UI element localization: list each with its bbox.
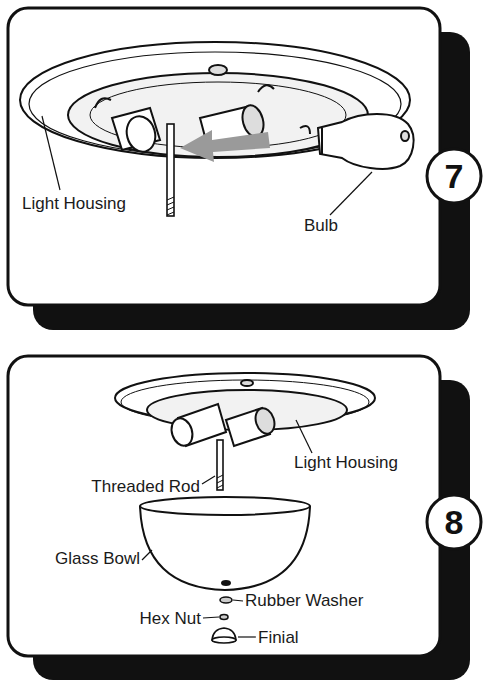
step-panel — [8, 8, 440, 305]
hardware — [212, 597, 236, 643]
leader-line — [233, 600, 243, 601]
step-number-circle: 7 — [425, 147, 483, 205]
threaded-rod — [167, 124, 174, 216]
leader-line — [330, 172, 372, 215]
step-panel — [8, 356, 440, 656]
bulb — [318, 114, 414, 169]
step-number: 8 — [425, 493, 483, 551]
part-label: Light Housing — [294, 454, 398, 473]
leader-line — [42, 116, 60, 190]
part-label: Glass Bowl — [55, 550, 140, 569]
part-label: Hex Nut — [140, 610, 201, 629]
threaded-rod — [217, 440, 223, 490]
leader-line — [203, 617, 219, 618]
leader-line — [296, 420, 312, 453]
part-label: Bulb — [304, 217, 338, 236]
glass-bowl — [140, 497, 310, 590]
insert-arrow — [180, 130, 270, 162]
part-label: Light Housing — [22, 195, 126, 214]
step-number-circle: 8 — [425, 493, 483, 551]
leader-line — [142, 550, 152, 560]
leader-line — [238, 636, 256, 637]
part-label: Finial — [258, 629, 299, 648]
part-label: Rubber Washer — [245, 592, 363, 611]
leader-line — [202, 476, 215, 484]
part-label: Threaded Rod — [91, 478, 200, 497]
step-number: 7 — [425, 147, 483, 205]
